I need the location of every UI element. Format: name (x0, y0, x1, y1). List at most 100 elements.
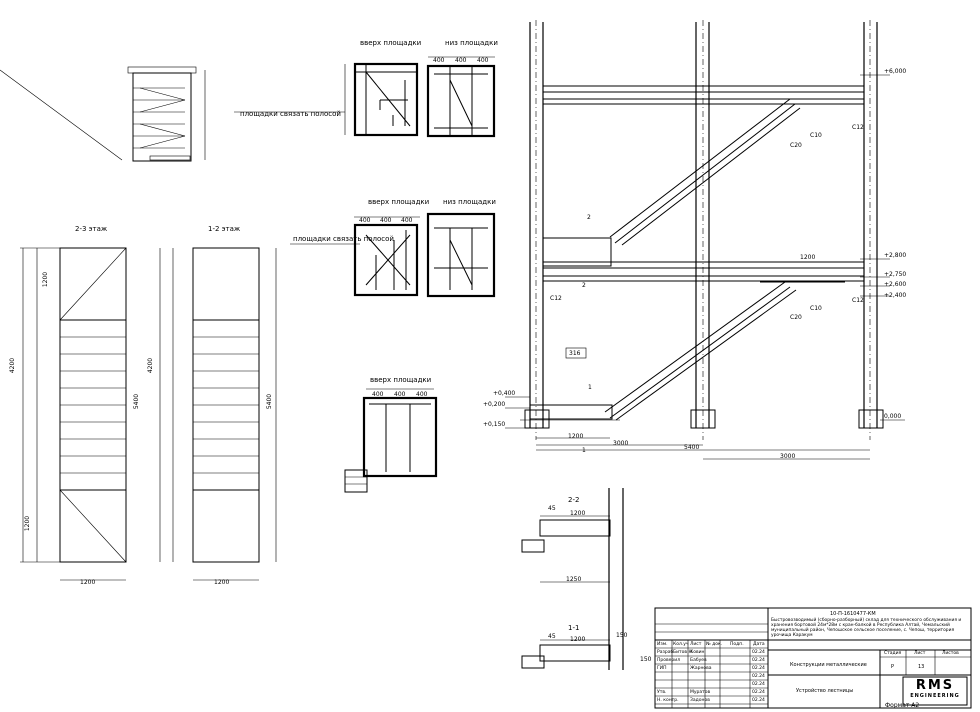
section-mark-2b: 2 (582, 282, 586, 289)
elev-dim-1200-mid: 1200 (800, 254, 816, 261)
plan-floor-12: 1-2 этаж 1200 (159, 225, 277, 586)
profile-c12-b: С12 (550, 295, 562, 302)
plan-23-title: 2-3 этаж (75, 225, 108, 233)
level-2400: +2,400 (884, 292, 907, 299)
landing-views-row2: вверх площадки низ площадки 400 400 400 … (290, 198, 496, 298)
title-block (654, 607, 972, 709)
sec11-dim-1200: 1200 (570, 636, 586, 643)
section-22-title: 2-2 (568, 496, 579, 504)
plan-12-dim-5400: 5400 (266, 393, 274, 410)
level-6000: +6,000 (884, 68, 907, 75)
sec22-dim-1200: 1200 (570, 510, 586, 517)
sec11-dim-45: 45 (548, 633, 556, 640)
name-2: Бабуев (690, 658, 707, 663)
role-dev: Разраб. (657, 650, 675, 655)
level-2600: +2,600 (884, 281, 907, 288)
elev-dim-3000-b: 3000 (780, 453, 796, 460)
plan-23-width: 1200 (80, 579, 95, 586)
date-1: 02.24 (752, 650, 765, 655)
elev-angle-316: 316 (569, 350, 581, 357)
date-5: 02.24 (752, 682, 765, 687)
level-2750: +2,750 (884, 271, 907, 278)
sec11-dim-150b: 150 (640, 656, 652, 663)
date-4: 02.24 (752, 674, 765, 679)
company-logo: RMS ENGINEERING (905, 678, 965, 700)
tie-note-1: площадки связать полосой (240, 110, 341, 118)
section-mark-1a: 1 (588, 384, 592, 391)
sheet-number: 13 (918, 664, 925, 670)
name-4: Жарнова (690, 666, 712, 671)
plan-floor-23: 2-3 этаж 1200 (20, 225, 127, 586)
sec22-dim-45: 45 (548, 505, 556, 512)
plan-23-dim-5400: 5400 (133, 393, 141, 410)
plan-23-dim-1200a: 1200 (42, 271, 50, 288)
level-2800: +2,800 (884, 252, 907, 259)
col-header-sign: Подп. (730, 642, 744, 647)
plan-12-title: 1-2 этаж (208, 225, 241, 233)
dim-400-f: 400 (401, 217, 413, 224)
elev-dim-3000-a: 3000 (613, 440, 629, 447)
profile-c10-b: С10 (810, 305, 822, 312)
plan-12-width: 1200 (214, 579, 229, 586)
sec22-dim-1250: 1250 (566, 576, 582, 583)
section-mark-2a: 2 (587, 214, 591, 221)
col-header-kol: Кол.уч (673, 642, 689, 647)
tie-note-2: площадки связать полосой (293, 235, 394, 243)
name-1: Битов Н. (673, 650, 694, 655)
label-top-landing-1: вверх площадки (360, 39, 421, 47)
name-7: Задонов (690, 698, 710, 703)
plan-12-dim-4200: 4200 (147, 357, 155, 374)
dim-400-i: 400 (416, 391, 428, 398)
role-gip: ГИП (657, 666, 667, 671)
dim-400-c: 400 (477, 57, 489, 64)
date-6: 02.24 (752, 690, 765, 695)
role-approve: Утв. (657, 690, 667, 695)
stair-elevation (505, 20, 905, 460)
label-bottom-landing-1: низ площадки (445, 39, 498, 47)
part-name: Конструкции металлические (790, 662, 867, 668)
elev-dim-1200-bottom: 1200 (568, 433, 584, 440)
role-nkontr: Н. контр. (657, 698, 679, 703)
level-0400: +0,400 (493, 390, 516, 397)
elev-dim-5400: 5400 (684, 444, 700, 451)
col-header-date: Дата (753, 642, 765, 647)
dim-400-d: 400 (359, 217, 371, 224)
sheet-format: Формат А2 (885, 702, 920, 709)
small-plan (0, 66, 206, 162)
logo-text: RMS (915, 678, 955, 693)
logo-subtext: ENGINEERING (910, 693, 960, 699)
plan-23-dim-4200: 4200 (9, 357, 17, 374)
profile-c12-c: С12 (852, 297, 864, 304)
sections: 2-2 1-1 (521, 488, 624, 670)
sheet-name: Устройство лестницы (796, 688, 854, 694)
dim-400-g: 400 (372, 391, 384, 398)
date-2: 02.24 (752, 658, 765, 663)
stage-header: Стадия (884, 651, 902, 656)
name-3: Ковин (690, 650, 705, 655)
dim-400-b: 400 (455, 57, 467, 64)
doc-code: 10-П-1610477-КМ (830, 611, 876, 617)
col-header-doc: № док. (706, 642, 723, 647)
col-header-izm: Изм. (657, 642, 668, 647)
section-mark-1b: 1 (582, 447, 586, 454)
profile-c12-a: С12 (852, 124, 864, 131)
name-6: Муратов (690, 690, 711, 695)
section-11-title: 1-1 (568, 624, 579, 632)
dim-400-h: 400 (394, 391, 406, 398)
level-0200: +0,200 (483, 401, 506, 408)
dim-400-e: 400 (380, 217, 392, 224)
profile-c20-b: С20 (790, 314, 802, 321)
level-0150: +0,150 (483, 421, 506, 428)
date-3: 02.24 (752, 666, 765, 671)
sheets-header: Листов (942, 651, 959, 656)
label-top-landing-2: вверх площадки (368, 198, 429, 206)
label-top-landing-3: вверх площадки (370, 376, 431, 384)
role-check: Проверил (657, 658, 681, 663)
landing-view-row3: вверх площадки 400 400 400 (344, 376, 438, 493)
stage-value: Р (891, 664, 895, 670)
plan-23-dim-1200b: 1200 (24, 515, 32, 532)
project-description: Быстровозводимый (сборно-разборный) скла… (771, 618, 962, 638)
profile-c20-a: С20 (790, 142, 802, 149)
